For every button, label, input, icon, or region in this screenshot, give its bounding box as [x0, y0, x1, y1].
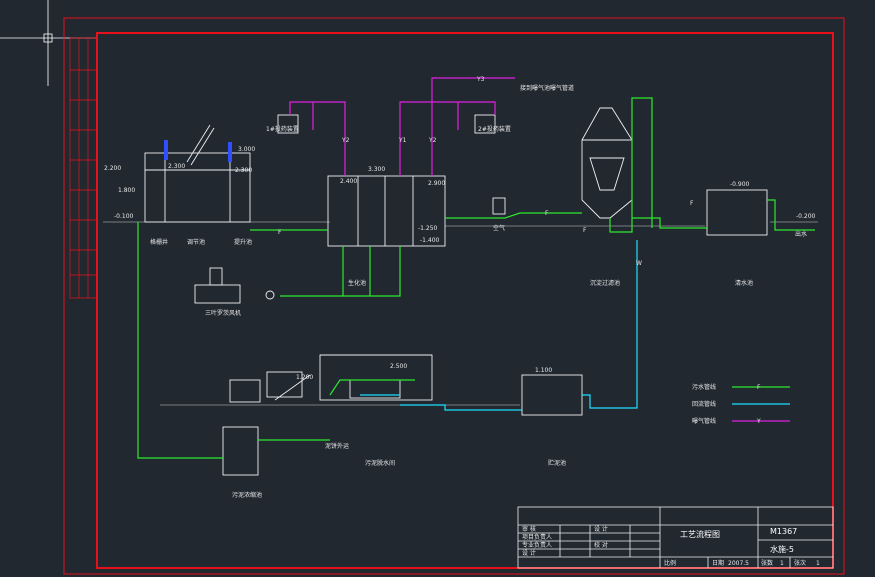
- clear-pool: [706, 189, 768, 236]
- page-value: 1: [780, 560, 784, 567]
- elev-4: 3.000: [238, 146, 255, 153]
- date-value: 2007.5: [728, 560, 749, 567]
- label-clear-pool: 清水池: [735, 279, 753, 287]
- label-dosing-right: 2#投药装置: [478, 125, 511, 133]
- elev-15: 3.300: [368, 166, 385, 173]
- binding-grid: [69, 37, 98, 299]
- label-sludge-house: 污泥脱水间: [365, 459, 395, 467]
- title-block: [517, 506, 834, 569]
- elev-2: -0.100: [114, 213, 134, 220]
- elevations: 2.200 1.800 -0.100 2.300 3.000 2.300 2.4…: [104, 146, 816, 381]
- legend-code-2: Y: [756, 418, 761, 425]
- equipment: [144, 107, 768, 476]
- date-label: 日期: [712, 559, 724, 567]
- code-4: F: [545, 210, 549, 217]
- label-outlet-note: 出水: [795, 230, 807, 238]
- level-markers: [164, 140, 232, 162]
- title-row-4: 设 计: [594, 525, 608, 533]
- return-lines: [360, 240, 638, 411]
- dosing-box-right: [474, 114, 496, 134]
- legend-label-2: 曝气管线: [692, 417, 716, 425]
- title-row-3: 设 计: [522, 549, 536, 557]
- elev-7: -1.250: [418, 225, 438, 232]
- elev-0: 2.200: [104, 165, 121, 172]
- title-row-5: 校 对: [594, 541, 608, 549]
- inner-frame: [96, 32, 834, 569]
- storage-tank: [521, 374, 583, 416]
- code-8: W: [636, 260, 642, 267]
- code-3: Y2: [428, 137, 437, 144]
- code-0: Y2: [341, 137, 350, 144]
- elev-10: -0.900: [730, 181, 750, 188]
- label-sed-filter: 沉淀过滤池: [590, 279, 620, 287]
- scale-label: 比例: [664, 559, 676, 567]
- crosshair-cursor: [0, 0, 98, 86]
- code-6: F: [690, 200, 694, 207]
- label-regulating: 调节池: [187, 238, 205, 246]
- label-sludge-note: 泥饼外运: [325, 442, 349, 450]
- elev-8: -1.400: [420, 237, 440, 244]
- title-block-text: 审 核 项目负责人 专业负责人 设 计 设 计 校 对 工艺流程图 M1367 …: [522, 525, 820, 567]
- label-storage: 贮泥池: [548, 459, 566, 467]
- roots-blower: [194, 284, 241, 304]
- sed-filter-tower: [581, 107, 633, 219]
- lift-pump: [492, 197, 506, 215]
- elev-14: 1.100: [535, 367, 552, 374]
- gas-lines: [289, 77, 515, 176]
- label-biochem: 生化池: [348, 279, 366, 287]
- outer-frame: [63, 17, 845, 575]
- page-label: 张数: [761, 559, 773, 567]
- elev-5: 2.300: [235, 167, 252, 174]
- code-1: Y1: [398, 137, 407, 144]
- title-row-2: 专业负责人: [522, 541, 552, 549]
- elev-3: 2.300: [168, 163, 185, 170]
- legend-label-1: 回流管线: [692, 400, 716, 408]
- grid-well: [144, 152, 251, 223]
- total-label: 张次: [794, 559, 806, 567]
- sheet-no: 水施-5: [770, 544, 794, 554]
- legend-label-0: 污水管线: [692, 383, 716, 391]
- label-grid-well: 格栅井: [150, 238, 168, 246]
- elev-6: 2.400: [340, 178, 357, 185]
- sheet-code: M1367: [770, 527, 797, 536]
- sludge-tank: [222, 426, 259, 476]
- title-row-0: 审 核: [522, 525, 536, 533]
- legend: 污水管线 F 回流管线 曝气管线 Y: [692, 383, 790, 425]
- title-row-1: 项目负责人: [522, 533, 552, 541]
- legend-code-0: F: [757, 384, 761, 391]
- sewage-lines: [137, 97, 815, 459]
- label-air-note: 空气: [493, 224, 505, 232]
- dosing-box-left: [277, 114, 299, 134]
- label-pump-sump: 提升池: [234, 238, 252, 246]
- label-dosing-left: 1#投药装置: [266, 125, 299, 133]
- elev-1: 1.800: [118, 187, 135, 194]
- drawing-title: 工艺流程图: [680, 529, 720, 539]
- elev-13: 2.500: [390, 363, 407, 370]
- label-gas-note: 接到曝气池曝气管道: [520, 84, 574, 92]
- label-sludge-tank: 污泥浓缩池: [232, 491, 262, 499]
- code-7: F: [278, 229, 282, 236]
- code-5: F: [583, 227, 587, 234]
- elev-11: -0.200: [796, 213, 816, 220]
- elev-9: 2.900: [428, 180, 445, 187]
- biochem-tank: [327, 175, 446, 247]
- unit-labels: 格栅井 调节池 提升池 生化池 沉淀过滤池 清水池 三叶罗茨风机 污泥脱水间 贮…: [150, 84, 807, 499]
- elev-12: 1.200: [296, 374, 313, 381]
- total-value: 1: [816, 560, 820, 567]
- code-2: Y3: [476, 76, 485, 83]
- sludge-house: [319, 354, 433, 401]
- label-blower: 三叶罗茨风机: [205, 309, 241, 317]
- line-codes: Y2 Y1 Y3 Y2 F F F F W: [278, 76, 694, 267]
